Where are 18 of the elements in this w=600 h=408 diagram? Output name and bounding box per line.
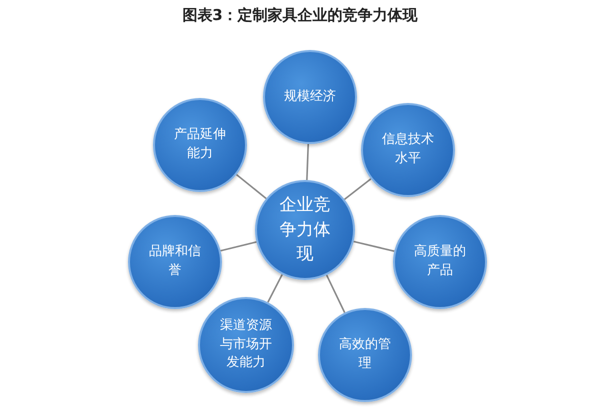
connector-line: [326, 274, 346, 313]
circle-label: 信息技术水平: [381, 131, 435, 168]
connector-line: [344, 178, 372, 200]
topic-circle: [198, 297, 294, 393]
circle-label: 渠道资源与市场开发能力: [220, 316, 272, 372]
circle-label: 品牌和信誉: [148, 243, 202, 280]
connector-line: [220, 241, 257, 252]
connector-line: [267, 274, 283, 303]
circle-label: 规模经济: [284, 88, 336, 106]
circle-label: 高效的管理: [338, 336, 392, 373]
title: 图表3：定制家具企业的竞争力体现: [181, 6, 419, 25]
circle-label: 产品延伸能力: [173, 126, 227, 163]
connector-line: [306, 144, 310, 180]
circle-label: 企业竞争力体现: [278, 194, 332, 266]
connector-line: [236, 174, 267, 200]
circle-label: 高质量的产品: [413, 243, 467, 280]
center-circle: [255, 180, 355, 280]
connector-line: [353, 240, 394, 252]
